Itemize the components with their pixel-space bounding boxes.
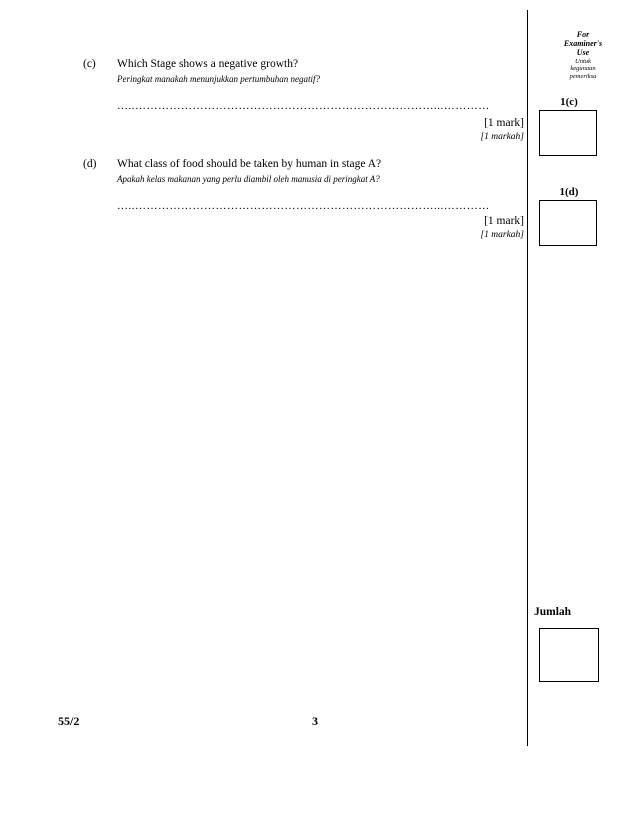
examiner-use-header: For Examiner's Use Untuk kegunaan pemeri… [533, 30, 633, 80]
examiner-header-line4: Untuk [575, 57, 591, 65]
question-c-label: (c) [83, 58, 96, 70]
question-c-text-ms: Peringkat manakah menunjukkan pertumbuha… [117, 74, 320, 84]
total-marks-box[interactable] [539, 628, 599, 682]
question-d-text-ms: Apakah kelas makanan yang perlu diambil … [117, 174, 380, 184]
mark-box-1d[interactable] [539, 200, 597, 246]
mark-label-1d: 1(d) [559, 186, 579, 198]
examiner-header-line1: For [576, 30, 590, 39]
footer-paper-code: 55/2 [58, 714, 80, 728]
examiner-header-line6: pemeriksa [569, 72, 597, 80]
examiner-header-line2: Examiner's [563, 39, 603, 49]
question-d-label: (d) [83, 158, 97, 170]
mark-box-1c[interactable] [539, 110, 597, 156]
question-c-mark-ms: [1 markah] [480, 132, 524, 142]
question-d-mark-en: [1 mark] [484, 215, 524, 227]
question-d-text-en: What class of food should be taken by hu… [117, 158, 382, 170]
footer-page-number: 3 [312, 714, 318, 728]
question-c-answer-line[interactable]: …..……………………………………………………………………...………… [117, 100, 490, 112]
question-d-mark-ms: [1 markah] [480, 230, 524, 240]
examiner-header-line5: kegunaan [570, 65, 596, 73]
question-c-text-en: Which Stage shows a negative growth? [117, 58, 299, 70]
question-d-answer-line[interactable]: …..……………………………………………………………………...………… [117, 200, 490, 212]
examiner-header-line3: Use [576, 48, 590, 58]
vertical-divider [527, 10, 528, 746]
mark-label-1c: 1(c) [560, 96, 578, 108]
total-marks-label: Jumlah [534, 606, 572, 618]
question-c-mark-en: [1 mark] [484, 117, 524, 129]
